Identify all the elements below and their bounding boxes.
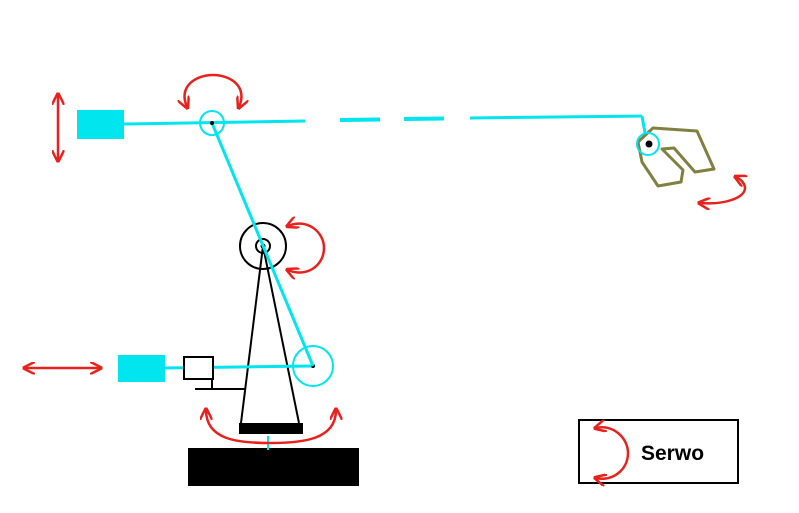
base-block [188, 448, 359, 486]
servo-rotation-arrow-icon [596, 427, 630, 479]
upper-actuator [77, 110, 124, 139]
upper-arm-front [469, 114, 643, 120]
control-box-cable [195, 379, 245, 390]
wrist-axle [645, 140, 653, 148]
base-plate [239, 423, 303, 434]
lower-actuator [118, 355, 165, 382]
base-rotation-arrow [206, 410, 336, 445]
legend: Serwo [578, 419, 739, 483]
shoulder-inner-ring [255, 238, 271, 254]
elbow-joint-axle [210, 121, 214, 125]
upper-arm-solid [123, 119, 306, 126]
lower-joint-ring [292, 345, 334, 387]
elbow-rotation-arrow [185, 73, 242, 107]
wrist-joint-ring [636, 132, 660, 156]
tower-frame [240, 245, 300, 424]
gripper-rotation-arrow [700, 177, 745, 203]
legend-label: Serwo [641, 442, 704, 465]
shoulder-rotation-arrow [288, 224, 326, 273]
wrist-drop [640, 115, 647, 134]
control-box [183, 356, 214, 380]
upper-arm-dashed [339, 116, 445, 122]
diagonal-link [210, 122, 315, 367]
gripper [636, 126, 716, 188]
